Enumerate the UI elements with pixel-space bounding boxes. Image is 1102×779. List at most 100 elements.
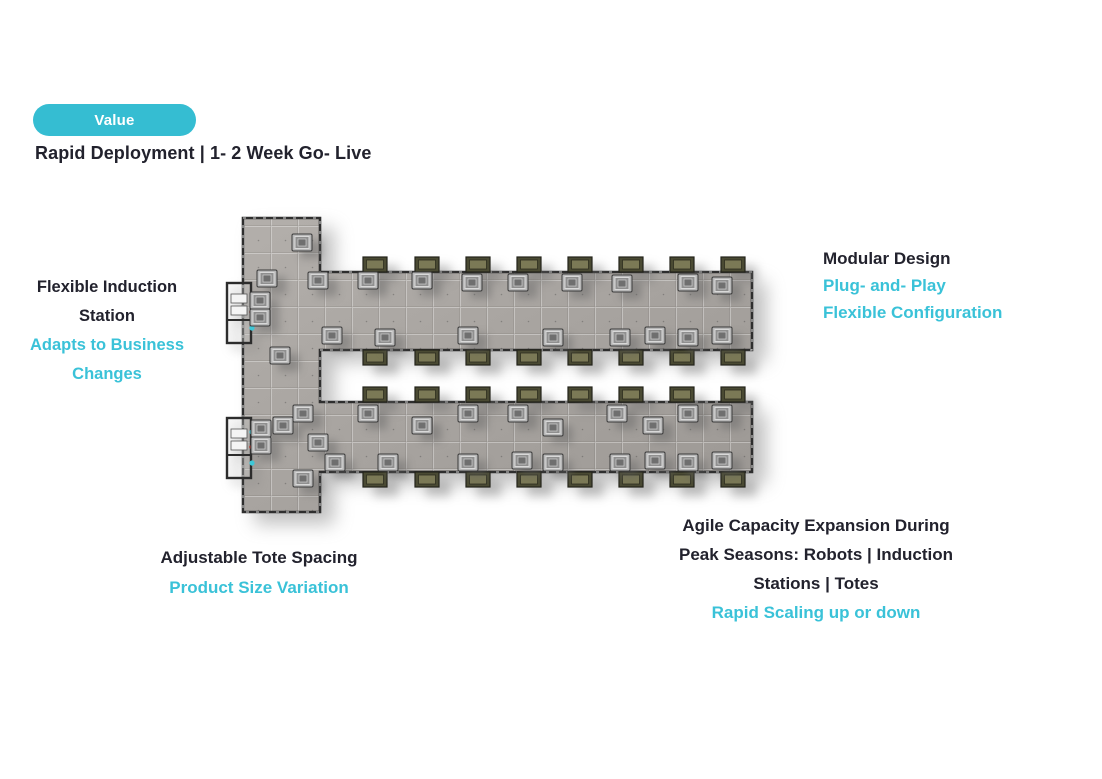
robot [461,273,483,292]
robot [249,308,271,327]
tote-bin [720,471,746,488]
annotation-flexible-induction: Flexible Induction Station Adapts to Bus… [7,273,207,389]
robot [307,271,329,290]
tote-bin [516,256,542,273]
robot [292,404,314,423]
annotation-line: Flexible Configuration [823,303,1003,322]
tote-bin [618,471,644,488]
robot [642,416,664,435]
annotation-line: Adapts to Business [29,336,185,354]
robot [374,328,396,347]
sensor-dot [249,325,255,331]
robot [644,326,666,345]
robot [644,451,666,470]
robot [357,271,379,290]
tote-bin [362,256,388,273]
tote-bin [465,471,491,488]
robot [609,328,631,347]
robot [321,326,343,345]
robot [411,271,433,290]
annotation-line: Product Size Variation [169,578,349,597]
annotation-modular-design: Modular Design Plug- and- Play Flexible … [823,245,1002,326]
robot [292,469,314,488]
robot [457,404,479,423]
tote-bin [362,471,388,488]
robot [250,436,272,455]
robot [711,404,733,423]
annotation-line: Rapid Scaling up or down [711,603,921,622]
robot [677,453,699,472]
tote-bin [720,256,746,273]
tote-bin [414,349,440,366]
robot [411,416,433,435]
robot [507,273,529,292]
robot [606,404,628,423]
tote-bin [516,471,542,488]
tote-bin [414,256,440,273]
tote-bin [720,386,746,403]
robot [272,416,294,435]
annotation-line: Stations | Totes [753,574,879,593]
warehouse-diagram [218,200,818,530]
tote-bin [567,256,593,273]
robot [511,451,533,470]
annotation-line: Changes [72,365,142,383]
tote-bin [516,386,542,403]
tote-bin [567,349,593,366]
tote-bin [465,386,491,403]
annotation-line: Modular Design [823,249,951,268]
robot [711,451,733,470]
robot [256,269,278,288]
robot [377,453,399,472]
robot [542,453,564,472]
annotation-line: Agile Capacity Expansion During [682,516,950,535]
robot [677,273,699,292]
annotation-tote-spacing: Adjustable Tote Spacing Product Size Var… [119,543,399,603]
tote-bin [669,256,695,273]
annotation-line: Adjustable Tote Spacing [160,548,358,567]
robot [250,419,272,438]
robot [711,326,733,345]
sensor-dot [249,460,255,466]
robot [507,404,529,423]
tote-bins [362,256,746,488]
tote-bin [618,256,644,273]
robot [307,433,329,452]
tote-bin [720,349,746,366]
tote-bin [465,349,491,366]
tote-bin [516,349,542,366]
robot [609,453,631,472]
robot [677,404,699,423]
induction-station [225,416,255,480]
robot [677,328,699,347]
robot [249,291,271,310]
robot [457,326,479,345]
tote-bin [465,256,491,273]
tote-bin [618,386,644,403]
robot [324,453,346,472]
robot [357,404,379,423]
robot [542,418,564,437]
tote-bin [414,386,440,403]
value-badge: Value [33,104,196,136]
annotation-line: Flexible Induction [36,278,178,296]
tote-bin [567,386,593,403]
page-title: Rapid Deployment | 1- 2 Week Go- Live [35,143,372,163]
robot [269,346,291,365]
annotation-capacity-expansion: Agile Capacity Expansion During Peak Sea… [640,511,992,627]
robots [249,233,733,488]
annotation-line: Plug- and- Play [823,276,946,295]
tote-bin [669,386,695,403]
tote-bin [567,471,593,488]
robot [561,273,583,292]
tote-bin [669,349,695,366]
tote-bin [618,349,644,366]
tote-bin [362,349,388,366]
robot [611,274,633,293]
tote-bin [362,386,388,403]
robot [542,328,564,347]
value-badge-label: Value [94,111,135,129]
robot [711,276,733,295]
tote-bin [669,471,695,488]
